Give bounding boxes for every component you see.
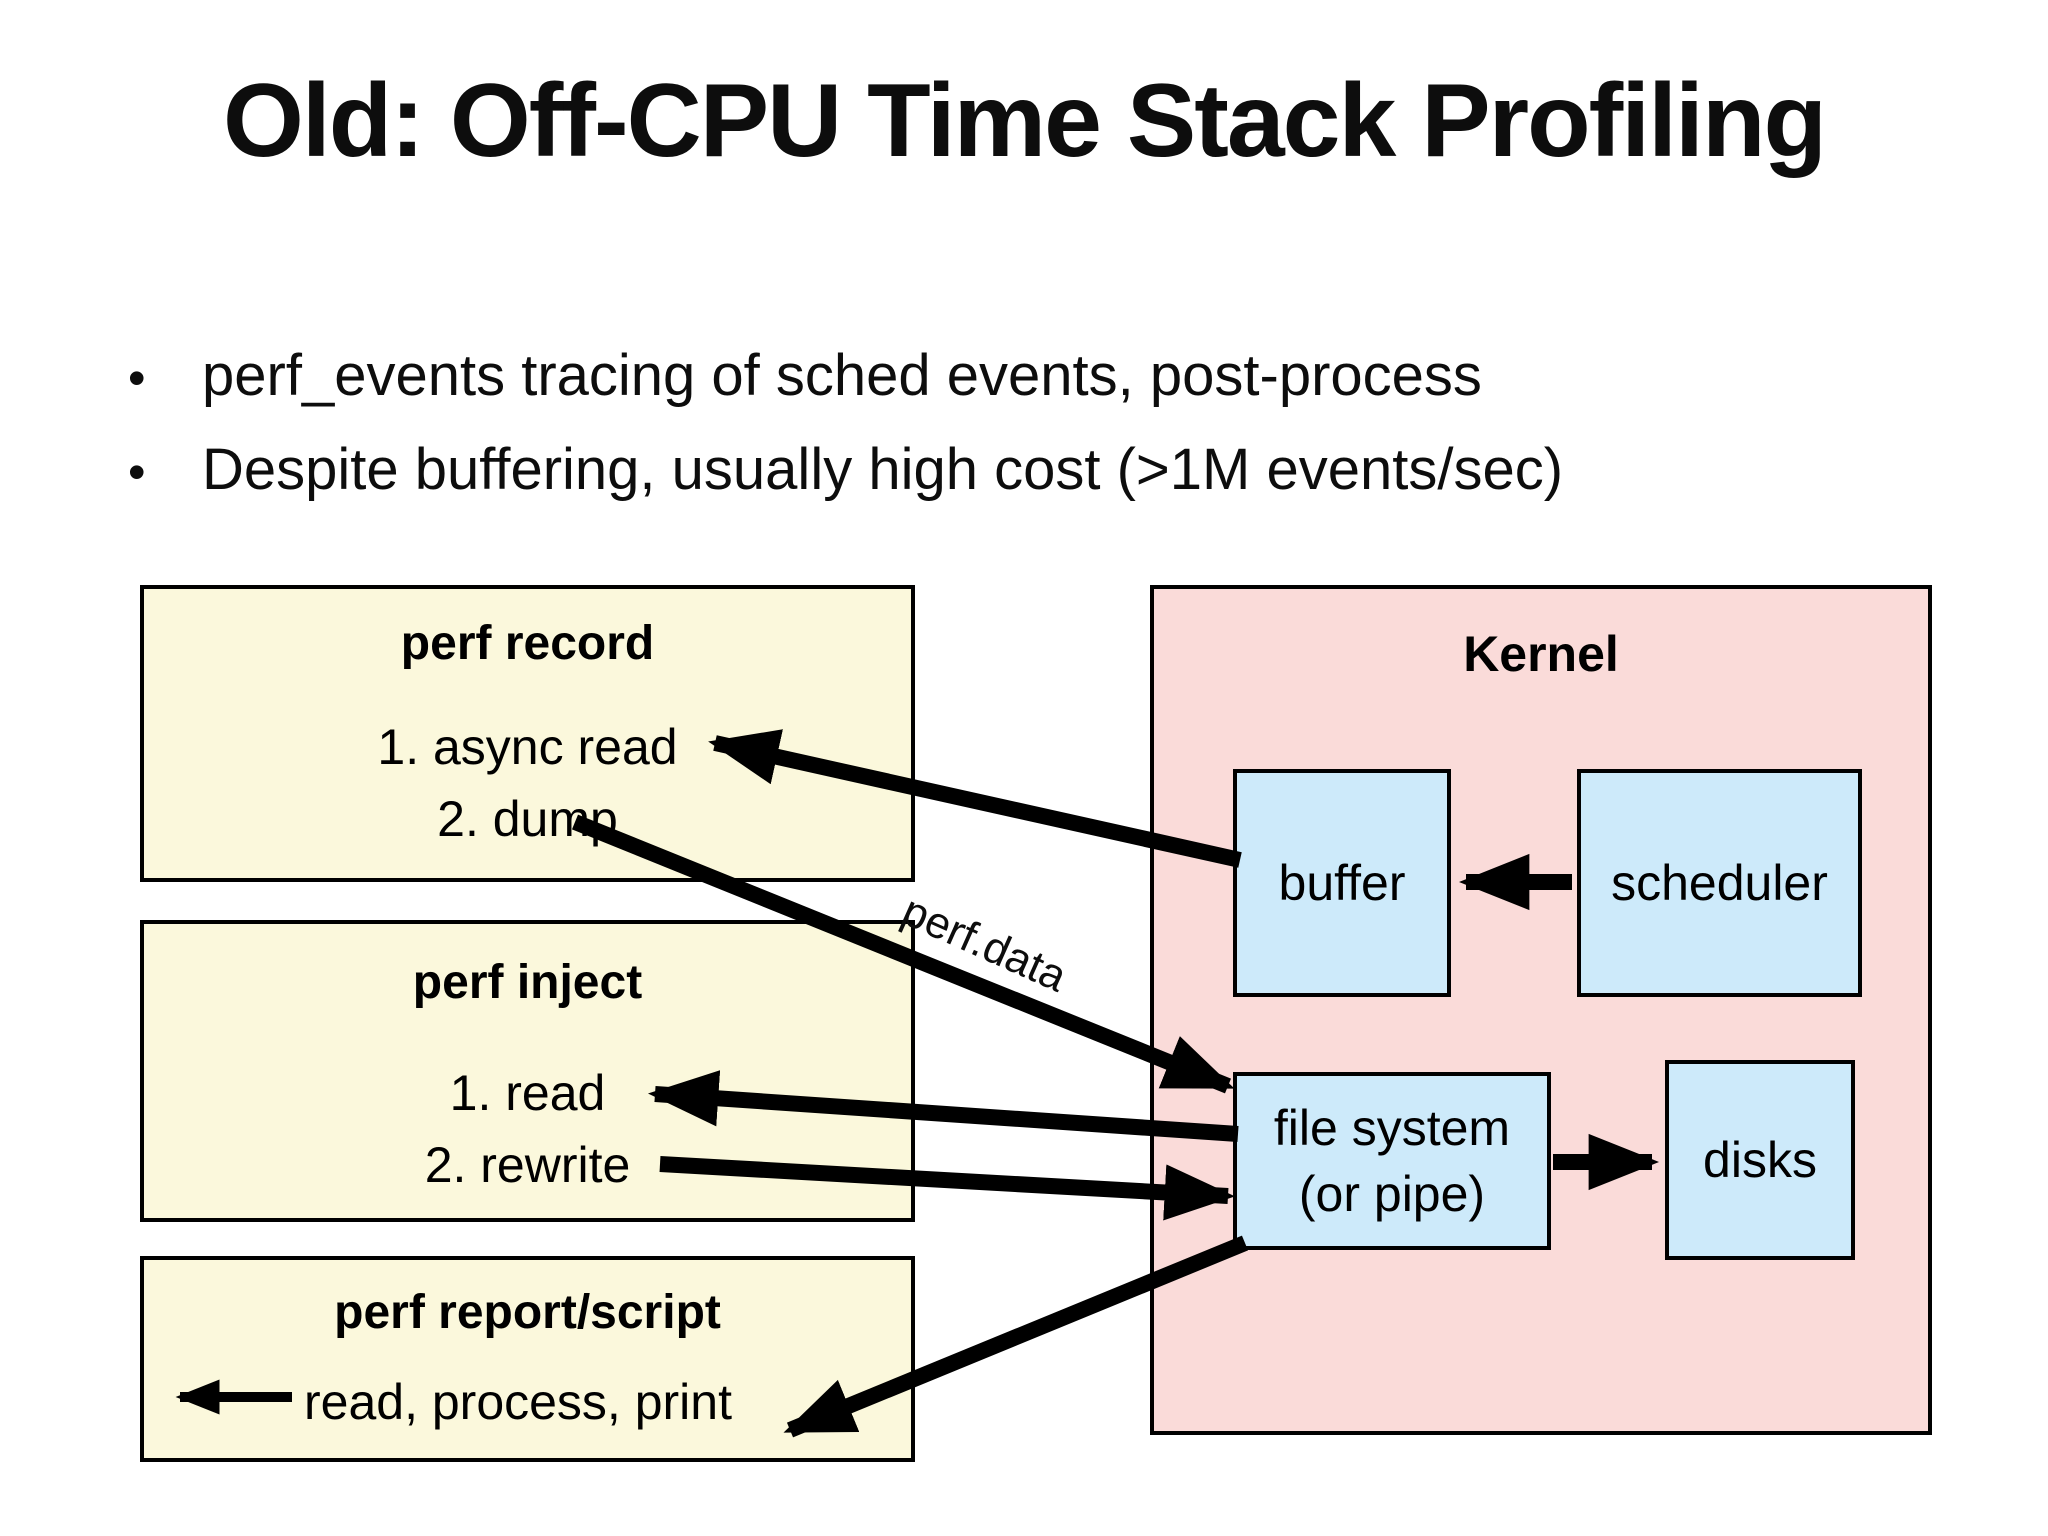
scheduler-label: scheduler — [1611, 855, 1828, 911]
buffer-label: buffer — [1278, 855, 1406, 911]
bullet-text: perf_events tracing of sched events, pos… — [202, 343, 1482, 408]
perf-inject-title: perf inject — [412, 956, 643, 1009]
perf-inject-box: perf inject 1. read 2. rewrite — [140, 920, 915, 1222]
disks-label: disks — [1703, 1132, 1817, 1188]
buffer-box: buffer — [1233, 769, 1451, 997]
page-title: Old: Off-CPU Time Stack Profiling — [222, 63, 1827, 179]
bullet-list: • perf_events tracing of sched events, p… — [128, 330, 1928, 518]
perf-record-box: perf record 1. async read 2. dump — [140, 585, 915, 882]
perf-report-item: read, process, print — [304, 1374, 732, 1430]
kernel-box: Kernel — [1150, 585, 1932, 1435]
perf-report-box: perf report/script read, process, print — [140, 1256, 915, 1462]
bullet-dot: • — [128, 444, 146, 500]
perf-inject-item: 2. rewrite — [424, 1137, 631, 1193]
perf-record-item: 1. async read — [377, 719, 678, 775]
bullet-item: • perf_events tracing of sched events, p… — [128, 330, 1928, 424]
file-system-box: file system (or pipe) — [1233, 1072, 1551, 1250]
perf-record-item: 2. dump — [437, 791, 618, 847]
disks-box: disks — [1665, 1060, 1855, 1260]
file-system-line2: (or pipe) — [1298, 1166, 1486, 1222]
perf-data-label: perf.data — [895, 886, 1074, 1002]
file-system-label: file system (or pipe) — [1274, 1095, 1510, 1227]
perf-record-items: 1. async read 2. dump — [144, 711, 911, 855]
bullet-dot: • — [128, 350, 146, 406]
file-system-line1: file system — [1273, 1100, 1511, 1156]
bullet-text: Despite buffering, usually high cost (>1… — [202, 437, 1564, 502]
scheduler-box: scheduler — [1577, 769, 1862, 997]
bullet-item: • Despite buffering, usually high cost (… — [128, 424, 1928, 518]
perf-inject-items: 1. read 2. rewrite — [144, 1057, 911, 1201]
perf-inject-item: 1. read — [449, 1065, 606, 1121]
perf-record-title: perf record — [400, 617, 655, 670]
kernel-title: Kernel — [1463, 626, 1619, 682]
perf-report-title: perf report/script — [334, 1286, 721, 1339]
